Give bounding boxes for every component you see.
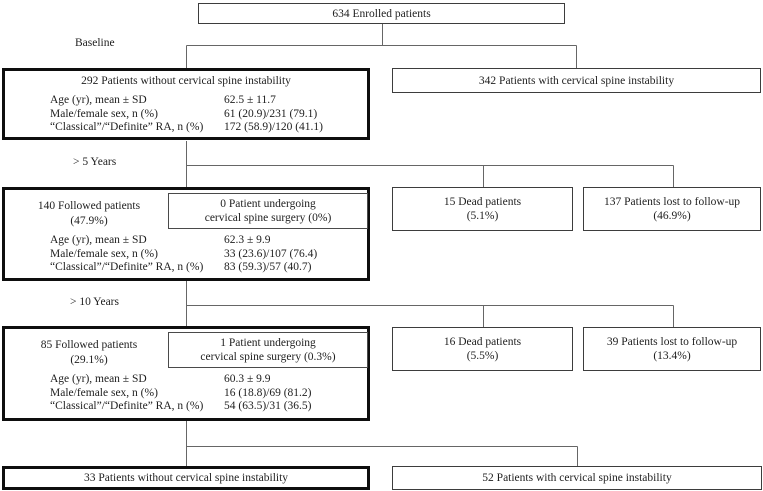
stage-label-baseline: Baseline (75, 37, 115, 49)
stat-value: 62.3 ± 9.9 (224, 234, 271, 246)
connector-final (186, 421, 578, 466)
baseline-without-instability-title: 292 Patients without cervical spine inst… (81, 75, 291, 87)
dead-10y-line2: (5.5%) (466, 350, 499, 362)
stat-value: 61 (20.9)/231 (79.1) (224, 107, 318, 120)
followed-5y-line2: (47.9%) (70, 215, 108, 227)
baseline-without-instability-box: 292 Patients without cervical spine inst… (2, 68, 370, 140)
stat-row: “Classical”/“Definite” RA, n (%) 83 (59.… (50, 261, 317, 275)
surgery-5y-box: 0 Patient undergoing cervical spine surg… (168, 193, 368, 229)
final-with-instability-title: 52 Patients with cervical spine instabil… (482, 472, 672, 484)
surgery-10y-box: 1 Patient undergoing cervical spine surg… (168, 332, 368, 368)
enrolled-box: 634 Enrolled patients (198, 3, 565, 24)
stat-label: “Classical”/“Definite” RA, n (%) (50, 400, 204, 412)
dead-10y-box: 16 Dead patients (5.5%) (392, 327, 573, 371)
baseline-with-instability-box: 342 Patients with cervical spine instabi… (392, 68, 761, 93)
stat-value: 54 (63.5)/31 (36.5) (224, 400, 312, 412)
stat-label: “Classical”/“Definite” RA, n (%) (50, 121, 204, 133)
stat-label: Male/female sex, n (%) (50, 247, 158, 260)
stat-value: 83 (59.3)/57 (40.7) (224, 261, 312, 273)
stat-label: Male/female sex, n (%) (50, 386, 158, 399)
followed-10y-box: 85 Followed patients (29.1%) 1 Patient u… (2, 326, 370, 421)
stat-label: Age (yr), mean ± SD (50, 94, 147, 106)
stat-row: “Classical”/“Definite” RA, n (%) 172 (58… (50, 121, 323, 135)
stat-value: 62.5 ± 11.7 (224, 94, 276, 106)
connector-5y (186, 141, 674, 187)
followed-10y-line1: 85 Followed patients (40, 339, 138, 351)
stat-label: Age (yr), mean ± SD (50, 373, 147, 385)
stat-label: Male/female sex, n (%) (50, 107, 158, 120)
stage-label-5-years: > 5 Years (73, 156, 117, 168)
baseline-with-instability-title: 342 Patients with cervical spine instabi… (478, 74, 675, 87)
stat-row: “Classical”/“Definite” RA, n (%) 54 (63.… (50, 400, 312, 414)
stat-label: Age (yr), mean ± SD (50, 234, 147, 246)
surgery-10y-line2: cervical spine surgery (0.3%) (200, 351, 336, 363)
lost-5y-line1: 137 Patients lost to follow-up (603, 196, 741, 208)
followed-10y-count: 85 Followed patients (29.1%) (13, 338, 165, 368)
stat-row: Age (yr), mean ± SD 60.3 ± 9.9 (50, 373, 312, 387)
stat-value: 16 (18.8)/69 (81.2) (224, 386, 312, 399)
stat-value: 33 (23.6)/107 (76.4) (224, 247, 318, 260)
followed-5y-stats-table: Age (yr), mean ± SD 62.3 ± 9.9 Male/fema… (50, 234, 317, 275)
connector-10y (186, 281, 674, 327)
followed-10y-stats-table: Age (yr), mean ± SD 60.3 ± 9.9 Male/fema… (50, 373, 312, 414)
followed-5y-line1: 140 Followed patients (37, 200, 141, 212)
stat-row: Age (yr), mean ± SD 62.5 ± 11.7 (50, 94, 323, 108)
stat-value: 172 (58.9)/120 (41.1) (224, 121, 324, 133)
lost-5y-line2: (46.9%) (653, 210, 691, 222)
lost-5y-box: 137 Patients lost to follow-up (46.9%) (583, 187, 761, 231)
dead-5y-line1: 15 Dead patients (443, 196, 522, 208)
stat-row: Age (yr), mean ± SD 62.3 ± 9.9 (50, 234, 317, 248)
baseline-stats-table: Age (yr), mean ± SD 62.5 ± 11.7 Male/fem… (50, 94, 323, 135)
lost-10y-box: 39 Patients lost to follow-up (13.4%) (583, 327, 761, 371)
surgery-10y-line1: 1 Patient undergoing (220, 337, 316, 349)
lost-10y-line2: (13.4%) (653, 350, 691, 362)
lost-10y-line1: 39 Patients lost to follow-up (606, 336, 738, 348)
followed-5y-box: 140 Followed patients (47.9%) 0 Patient … (2, 187, 370, 281)
surgery-5y-line2: cervical spine surgery (0%) (204, 212, 332, 224)
dead-10y-line1: 16 Dead patients (443, 336, 522, 348)
followed-10y-line2: (29.1%) (70, 354, 108, 366)
enrolled-title: 634 Enrolled patients (332, 7, 431, 20)
stat-row: Male/female sex, n (%) 33 (23.6)/107 (76… (50, 248, 317, 262)
stat-value: 60.3 ± 9.9 (224, 373, 271, 385)
connector-baseline (186, 24, 577, 68)
surgery-5y-line1: 0 Patient undergoing (220, 198, 316, 210)
final-with-instability-box: 52 Patients with cervical spine instabil… (392, 466, 762, 490)
stage-label-10-years: > 10 Years (70, 296, 119, 308)
stat-row: Male/female sex, n (%) 16 (18.8)/69 (81.… (50, 387, 312, 401)
final-without-instability-box: 33 Patients without cervical spine insta… (2, 466, 370, 490)
dead-5y-box: 15 Dead patients (5.1%) (392, 187, 573, 231)
stat-label: “Classical”/“Definite” RA, n (%) (50, 261, 204, 273)
followed-5y-count: 140 Followed patients (47.9%) (13, 199, 165, 229)
dead-5y-line2: (5.1%) (466, 210, 499, 222)
final-without-instability-title: 33 Patients without cervical spine insta… (83, 472, 289, 484)
stat-row: Male/female sex, n (%) 61 (20.9)/231 (79… (50, 108, 323, 122)
